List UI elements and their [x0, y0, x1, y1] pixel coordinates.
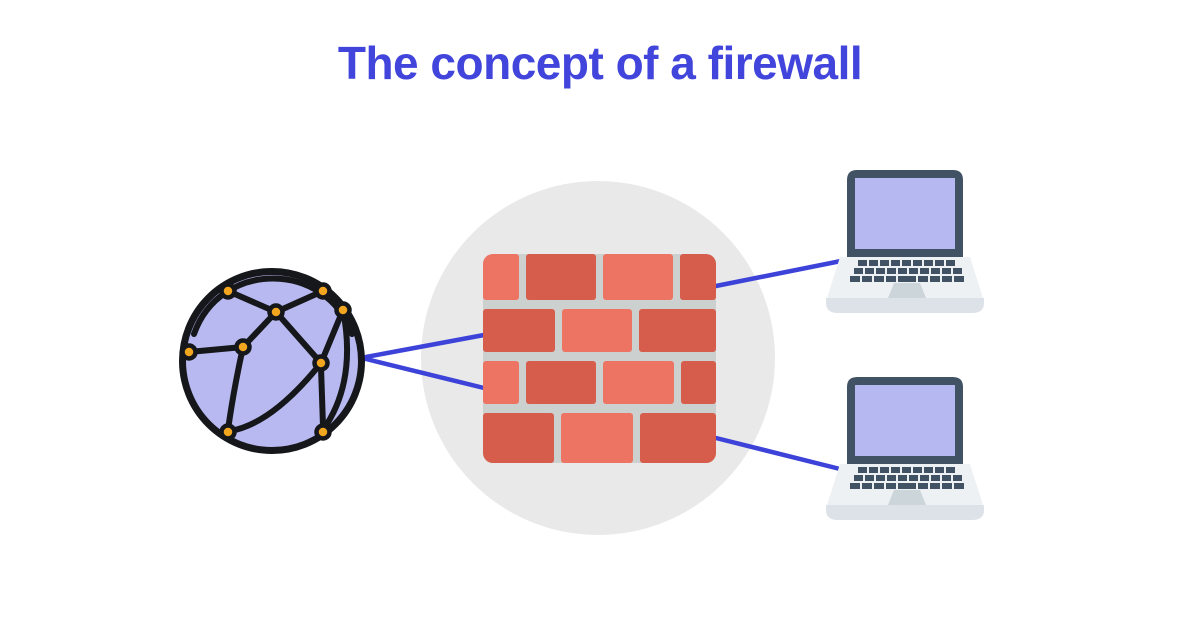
network-node: [234, 338, 252, 356]
brick: [525, 361, 596, 404]
brick: [602, 254, 673, 300]
link-internet-firewall-upper: [363, 332, 487, 360]
computer-2-icon: [826, 377, 984, 520]
brick: [483, 413, 555, 463]
brick: [602, 361, 674, 404]
globe-network-nodes: [180, 282, 352, 441]
brick: [679, 254, 716, 300]
network-node: [312, 354, 330, 372]
computer-1-icon: [826, 170, 984, 313]
globe-sphere: [179, 268, 365, 454]
brick: [639, 413, 716, 463]
brick: [680, 361, 716, 404]
brick-row: [483, 413, 716, 463]
network-node: [267, 303, 285, 321]
network-node: [314, 423, 332, 441]
brick-row: [483, 254, 716, 300]
internet-globe-icon: [179, 268, 365, 454]
brick: [483, 361, 519, 404]
network-node: [334, 301, 352, 319]
link-firewall-computer-2: [713, 435, 847, 473]
brick: [639, 309, 716, 352]
network-node: [219, 282, 237, 300]
brick-row: [483, 361, 716, 404]
link-firewall-computer-1: [713, 257, 849, 289]
diagram-title: The concept of a firewall: [337, 37, 863, 89]
network-node: [180, 343, 198, 361]
link-internet-firewall-lower: [363, 356, 487, 391]
brick: [483, 254, 520, 300]
brick: [483, 309, 555, 352]
brick: [526, 254, 596, 300]
firewall-brick-wall: [483, 254, 716, 463]
network-node: [219, 423, 237, 441]
brick: [562, 309, 632, 352]
network-node: [314, 282, 332, 300]
brick: [561, 413, 633, 463]
brick-row: [483, 309, 716, 352]
